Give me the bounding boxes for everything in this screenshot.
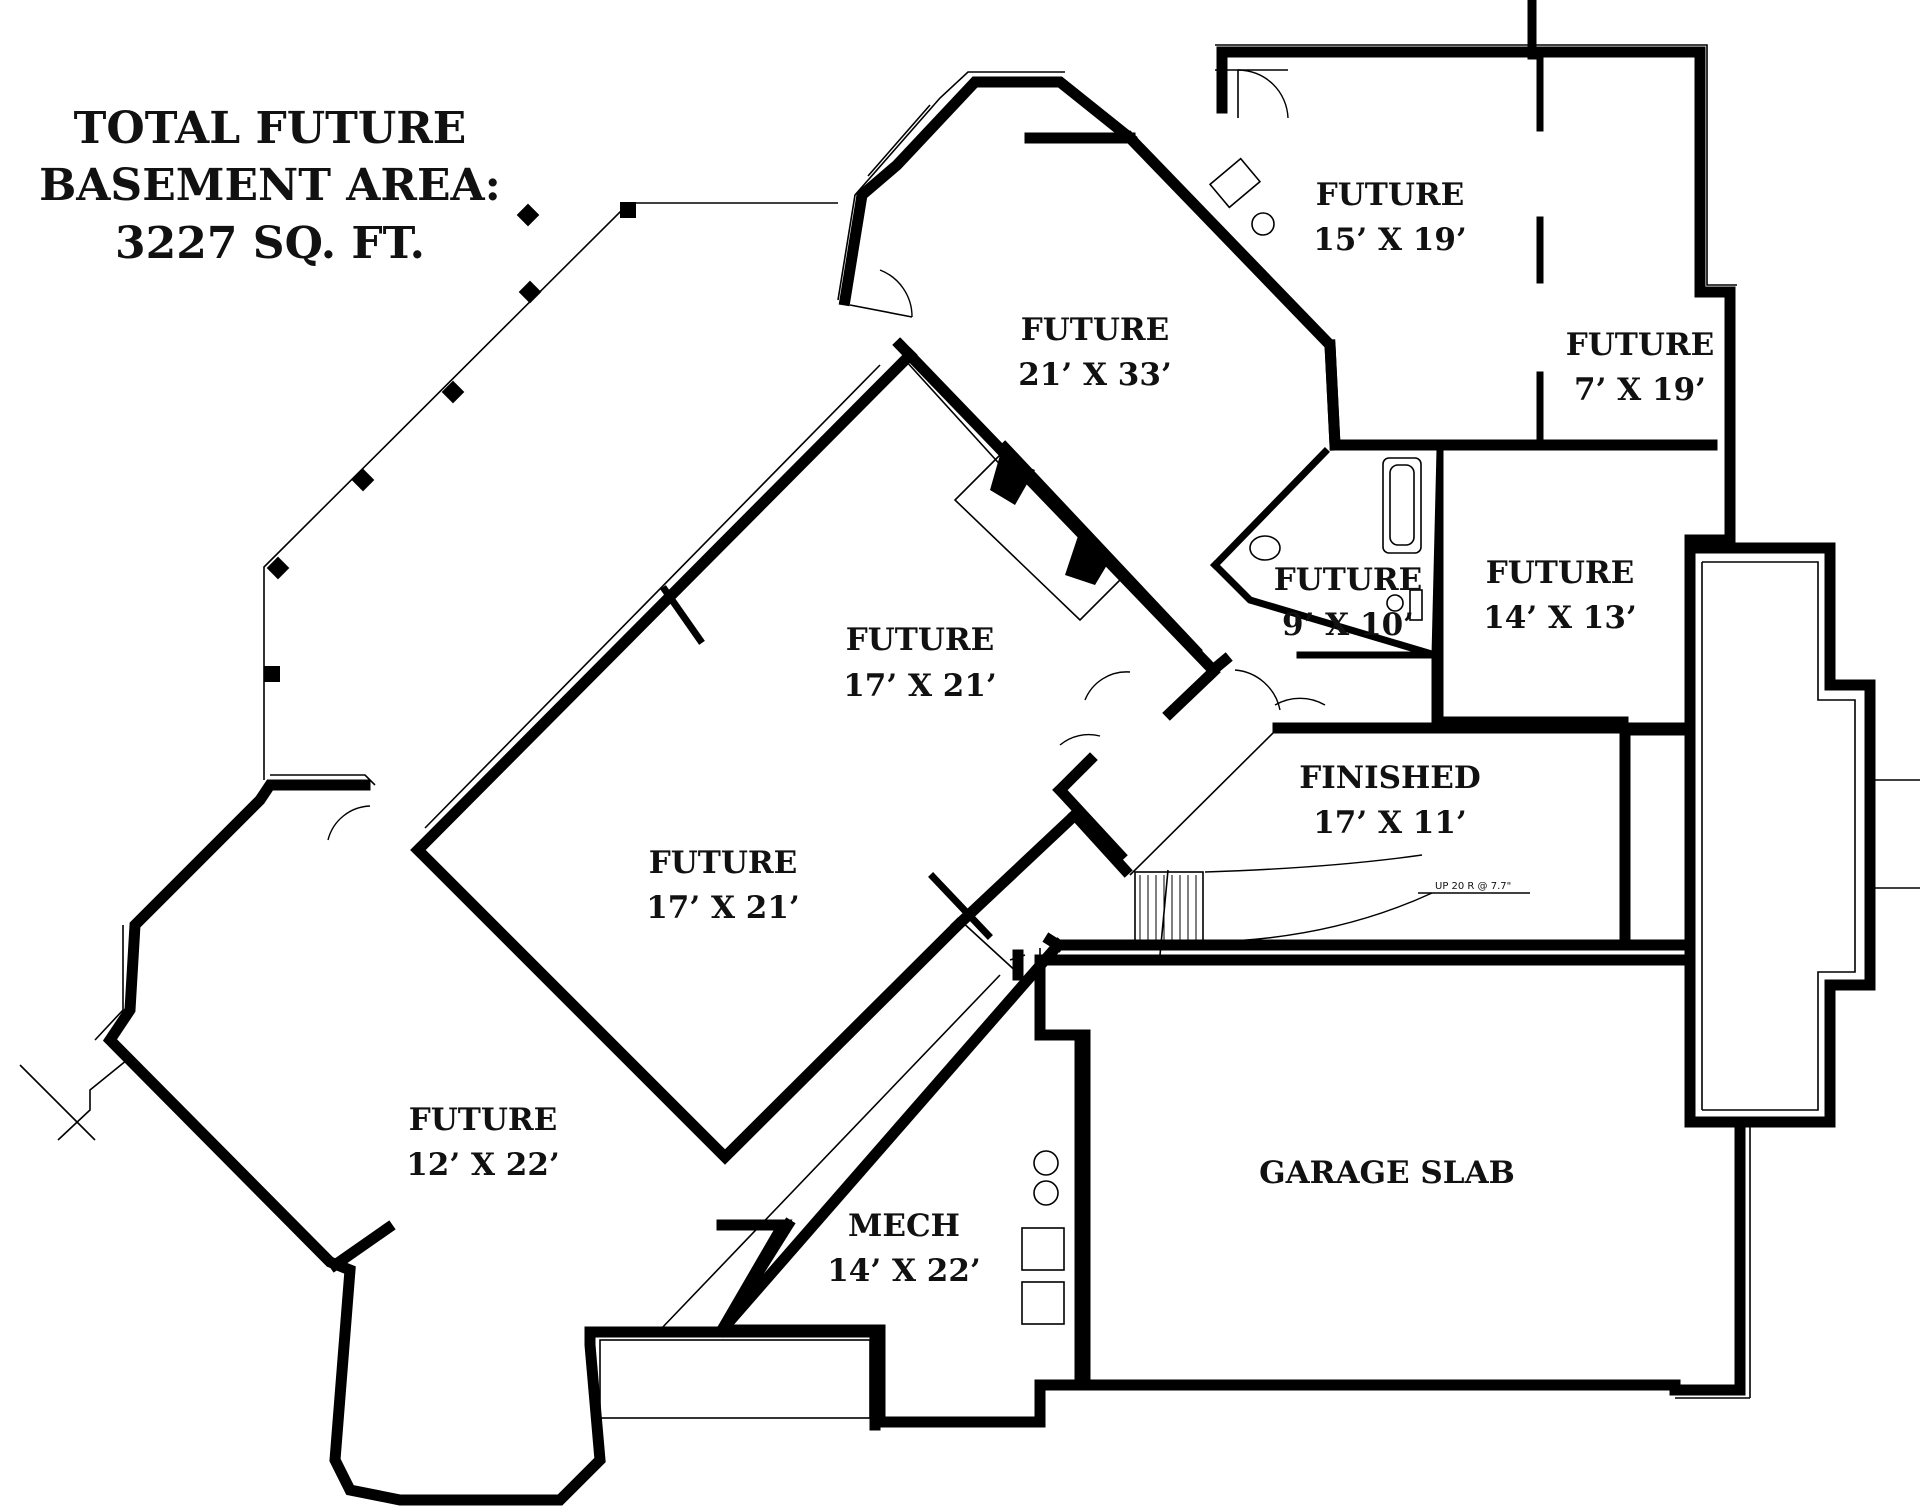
room-labels: FUTURE 15’ X 19’ FUTURE 21’ X 33’ FUTURE… <box>406 177 1714 1289</box>
room-r11-name: MECH <box>848 1208 960 1244</box>
wall-northeast-block <box>1024 0 1737 546</box>
room-r11-size: 14’ X 22’ <box>827 1253 981 1289</box>
wall-mech <box>712 948 1086 1428</box>
room-r3-name: FUTURE <box>1566 327 1715 363</box>
room-r2-name: FUTURE <box>1021 312 1170 348</box>
room-r4-size: 9’ X 10’ <box>1282 607 1414 643</box>
room-r8-size: 17’ X 21’ <box>646 890 800 926</box>
room-r3-size: 7’ X 19’ <box>1574 372 1706 408</box>
fireplace <box>953 453 1127 622</box>
wall-room-21x33 <box>837 71 1718 451</box>
wall-west-room <box>19 774 881 1506</box>
room-r5-size: 14’ X 13’ <box>1483 600 1637 636</box>
room-r2-size: 21’ X 33’ <box>1018 357 1172 393</box>
wall-east-bump <box>1684 542 1920 1128</box>
stair: UP 20 R @ 7.7" <box>1134 854 1530 956</box>
wall-finished-room: UP 20 R @ 7.7" <box>1052 722 1696 956</box>
total-area-line-2: BASEMENT AREA: <box>39 160 501 211</box>
room-r8-name: FUTURE <box>649 845 798 881</box>
room-r7-name: FINISHED <box>1299 760 1481 796</box>
room-r6-size: 17’ X 21’ <box>843 668 997 704</box>
rear-patio <box>263 202 838 780</box>
stair-note: UP 20 R @ 7.7" <box>1435 881 1511 892</box>
room-r7-size: 17’ X 11’ <box>1313 805 1467 841</box>
wall-corridor <box>659 932 1066 1338</box>
room-r5-name: FUTURE <box>1486 555 1635 591</box>
wall-great-room <box>410 337 1281 858</box>
room-r4-name: FUTURE <box>1274 562 1423 598</box>
room-r9-size: 12’ X 22’ <box>406 1147 560 1183</box>
wall-family-room <box>410 752 1133 1165</box>
room-r9-name: FUTURE <box>409 1102 558 1138</box>
total-area-line-1: TOTAL FUTURE <box>74 103 467 154</box>
room-r10-name: GARAGE SLAB <box>1259 1155 1515 1191</box>
room-r1-size: 15’ X 19’ <box>1313 222 1467 258</box>
room-r6-name: FUTURE <box>846 622 995 658</box>
total-area-line-3: 3227 SQ. FT. <box>115 218 425 269</box>
room-r1-name: FUTURE <box>1316 177 1465 213</box>
total-area-label: TOTAL FUTURE BASEMENT AREA: 3227 SQ. FT. <box>39 103 501 269</box>
